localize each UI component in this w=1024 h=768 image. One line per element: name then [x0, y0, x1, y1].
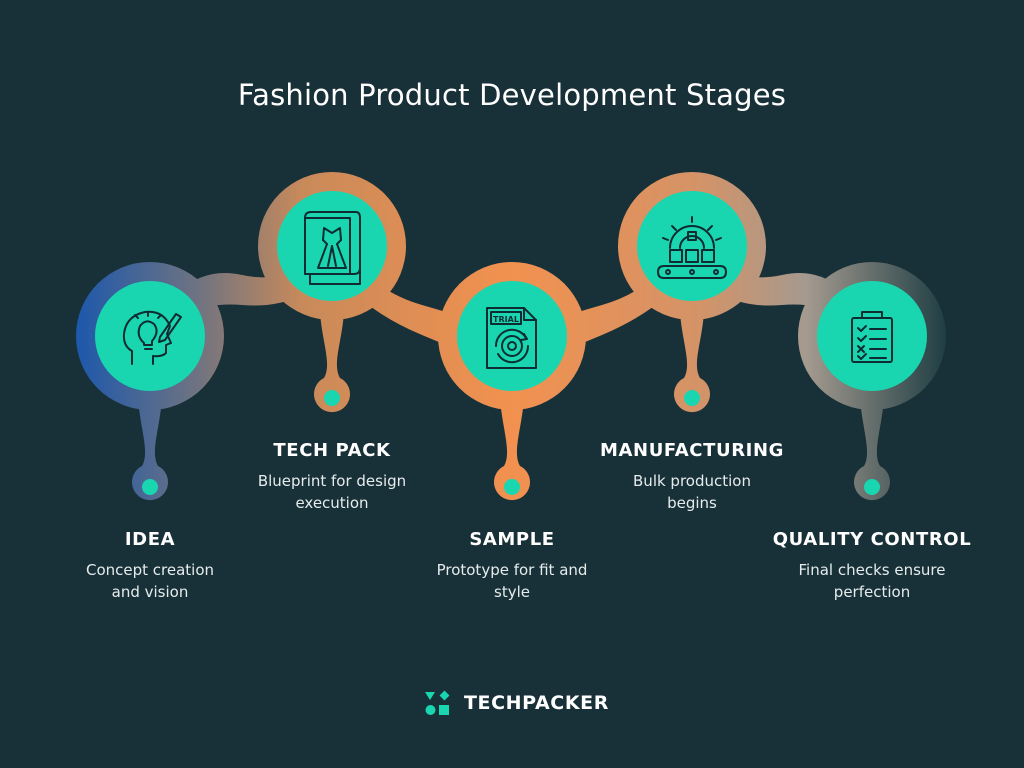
lightbulb-head-icon	[122, 310, 182, 365]
stage-sample: SAMPLE Prototype for fit and style	[412, 529, 612, 603]
trial-label: TRIAL	[493, 315, 519, 324]
icon-circle-quality-control	[817, 281, 927, 391]
stage-description: Prototype for fit and style	[436, 561, 588, 601]
droplet-dot-idea	[142, 479, 158, 495]
brand: TECHPACKER	[424, 689, 609, 717]
stage-tech-pack: TECH PACK Blueprint for design execution	[232, 440, 432, 514]
factory-conveyor-icon	[657, 216, 727, 279]
stage-name: MANUFACTURING	[600, 440, 784, 461]
clipboard-checklist-icon	[851, 311, 893, 363]
icon-circle-manufacturing	[637, 191, 747, 301]
stage-name: IDEA	[124, 529, 176, 550]
stage-name: TECH PACK	[273, 440, 391, 461]
stage-quality-control: QUALITY CONTROL Final checks ensure perf…	[757, 529, 987, 603]
stage-description: Blueprint for design execution	[257, 472, 407, 512]
icon-circle-idea	[95, 281, 205, 391]
stage-idea: IDEA Concept creation and vision	[50, 529, 250, 603]
trial-document-icon	[486, 307, 537, 369]
stage-name: SAMPLE	[469, 529, 555, 550]
stage-description: Concept creation and vision	[85, 561, 215, 601]
page-title: Fashion Product Development Stages	[237, 78, 787, 112]
stage-description: Final checks ensure perfection	[798, 561, 946, 601]
brand-name: TECHPACKER	[464, 692, 609, 714]
techpacker-logo-icon	[425, 690, 450, 715]
droplet-dot-sample	[504, 479, 520, 495]
droplet-dot-tech-pack	[324, 390, 340, 406]
dress-blueprint-icon	[304, 211, 361, 285]
stage-name: QUALITY CONTROL	[772, 529, 972, 550]
stage-description: Bulk production begins	[633, 472, 751, 512]
droplet-dot-manufacturing	[684, 390, 700, 406]
droplet-dot-quality-control	[864, 479, 880, 495]
stage-manufacturing: MANUFACTURING Bulk production begins	[582, 440, 802, 514]
